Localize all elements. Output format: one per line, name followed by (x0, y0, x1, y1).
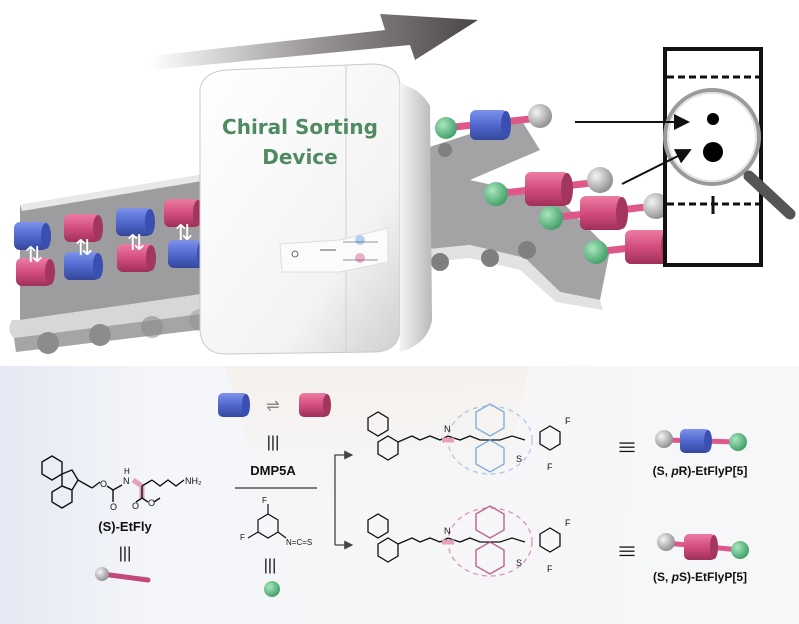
process-direction-arrow (150, 14, 478, 70)
atom-label: H (124, 467, 130, 476)
flip-arrow-icon: ⇅ (75, 235, 93, 260)
sorted-rotaxane-pS-1 (484, 167, 613, 206)
atom-label: O (148, 498, 155, 508)
branch-arrow-top (334, 450, 354, 545)
ring-pair-2: ⇅ (64, 214, 103, 280)
sorted-rotaxane-pR (435, 104, 552, 140)
atom-label: F (547, 564, 553, 574)
product-pS-cartoon (657, 533, 749, 560)
reactant-name: (S)-EtFly (98, 519, 152, 534)
atom-label: S (516, 558, 522, 568)
tlc-spot-small (707, 113, 719, 125)
sorted-rotaxane-pS-2 (539, 193, 669, 230)
equivalence-symbol: ||| (119, 545, 131, 562)
ring-pair-1: ⇅ (14, 222, 55, 286)
equivalence-symbol: ||| (264, 557, 276, 574)
reaction-scheme-panel (0, 366, 799, 624)
atom-label: N (444, 424, 451, 434)
equivalence-symbol: ||| (619, 441, 636, 453)
equivalence-symbol: ||| (619, 545, 636, 557)
isothiocyanate-structure (247, 504, 287, 539)
chiral-sorting-device: Chiral Sorting Device (199, 63, 432, 355)
tlc-spot-large (703, 142, 723, 162)
atom-label: F (565, 416, 571, 426)
tlc-plate (663, 47, 796, 267)
atom-label: O (110, 502, 117, 512)
device-label-line1: Chiral Sorting (222, 115, 378, 139)
atom-label: F (547, 462, 553, 472)
etfly-structure (41, 455, 185, 509)
arrow-to-large-spot (621, 149, 692, 185)
device-label-line2: Device (262, 145, 337, 169)
atom-label: F (262, 496, 267, 505)
atom-label: NH₂ (185, 476, 202, 486)
product-pR-structure: F F S N (367, 403, 571, 475)
product-pR-cartoon (655, 429, 747, 453)
equilibrium-icon: ⇌ (266, 398, 279, 415)
atom-label: N (444, 526, 451, 536)
green-stopper-ball (435, 117, 457, 139)
atom-label: O (100, 479, 107, 489)
product-pS-name: (S, pS)-EtFlyP[5] (653, 570, 747, 584)
atom-label: F (565, 518, 571, 528)
ring-pair-3: ⇅ (116, 208, 156, 272)
magnifier-icon (663, 88, 796, 220)
flip-arrow-icon: ⇅ (175, 220, 193, 245)
atom-label: N (123, 476, 130, 486)
conveyor-belt-sorted (420, 118, 610, 310)
flip-arrow-icon: ⇅ (127, 230, 145, 255)
grey-stopper-ball (528, 104, 552, 128)
atom-label: F (240, 533, 245, 542)
flip-arrow-icon: ⇅ (25, 242, 43, 267)
thread-icon (95, 567, 151, 583)
atom-label: O (132, 501, 139, 511)
dmp5a-equilibrium: ⇌ (218, 393, 331, 417)
green-stopper-icon (264, 581, 280, 597)
host-name: DMP5A (250, 463, 296, 478)
atom-label: S (516, 454, 522, 464)
product-pR-name: (S, pR)-EtFlyP[5] (653, 464, 748, 478)
equivalence-symbol: ||| (267, 434, 279, 451)
product-pS-structure: F F S N (367, 505, 571, 577)
mini-scheme-display (279, 227, 389, 273)
atom-label: N=C=S (286, 538, 312, 547)
